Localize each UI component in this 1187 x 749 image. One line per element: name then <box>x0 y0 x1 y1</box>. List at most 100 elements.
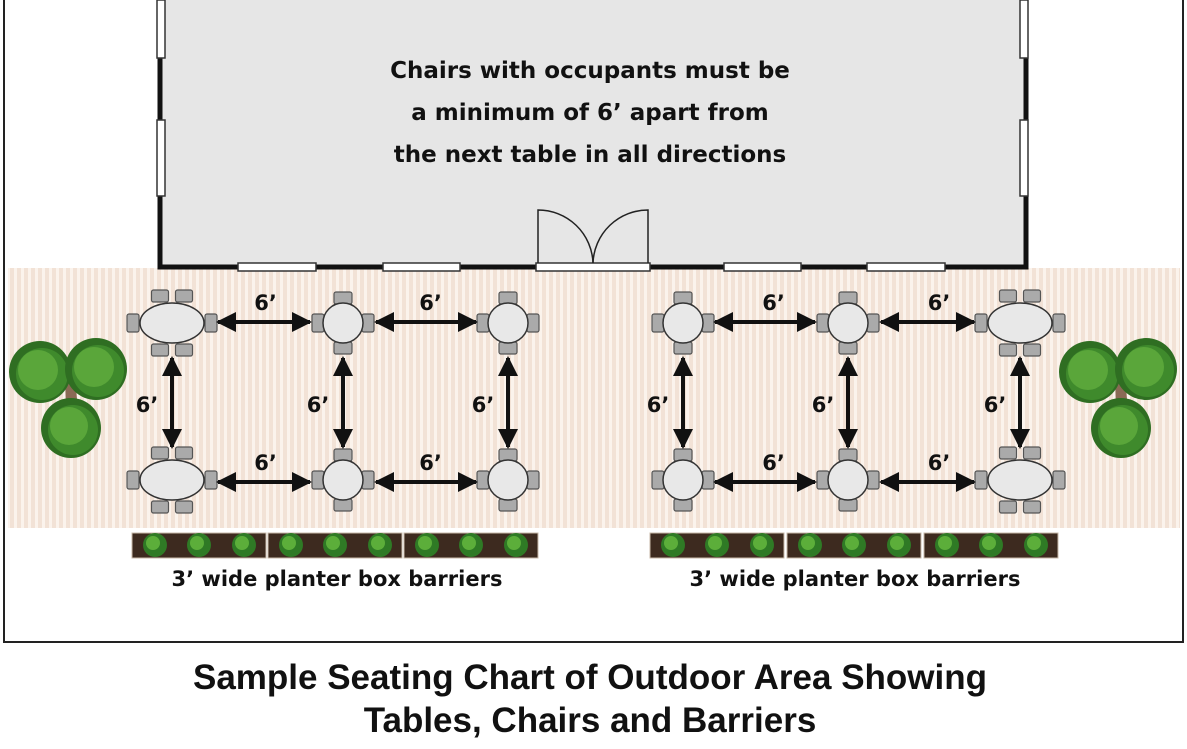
table-top <box>827 459 869 501</box>
distance-label: 6’ <box>647 393 670 417</box>
tree-leaf <box>50 407 88 445</box>
chair <box>701 313 715 333</box>
shrub-highlight <box>507 536 521 550</box>
table-top <box>662 302 704 344</box>
planter-label: 3’ wide planter box barriers <box>690 567 1021 591</box>
planter-label: 3’ wide planter box barriers <box>172 567 503 591</box>
chair <box>526 313 540 333</box>
chair <box>866 313 880 333</box>
chair <box>174 500 194 514</box>
chair <box>1022 446 1042 460</box>
tree-leaf <box>1100 407 1138 445</box>
notice-line: Chairs with occupants must be <box>390 58 790 84</box>
shrub-highlight <box>664 536 678 550</box>
tree-icon <box>9 341 71 403</box>
table-top <box>827 302 869 344</box>
planter-box <box>403 532 539 559</box>
chair <box>333 448 353 462</box>
shrub-highlight <box>462 536 476 550</box>
chair <box>333 341 353 355</box>
oval-table <box>974 289 1066 357</box>
shrub-highlight <box>371 536 385 550</box>
shrub-highlight <box>326 536 340 550</box>
shrub-highlight <box>282 536 296 550</box>
oval-table <box>974 446 1066 514</box>
chair <box>1022 343 1042 357</box>
shrub-highlight <box>982 536 996 550</box>
tree-icon <box>41 398 101 458</box>
distance-label: 6’ <box>307 393 330 417</box>
round-table <box>311 448 375 512</box>
distance-label: 6’ <box>762 451 785 475</box>
chair <box>673 341 693 355</box>
round-table <box>476 291 540 355</box>
chair <box>673 498 693 512</box>
chair <box>476 470 490 490</box>
table-top <box>322 302 364 344</box>
chair <box>998 289 1018 303</box>
chair <box>651 313 665 333</box>
chair <box>1052 470 1066 490</box>
chair <box>126 313 140 333</box>
chair <box>150 500 170 514</box>
chair <box>998 343 1018 357</box>
round-table <box>651 448 715 512</box>
chair <box>838 498 858 512</box>
tree-leaf <box>1068 350 1108 390</box>
caption-line: Tables, Chairs and Barriers <box>364 701 817 740</box>
chair <box>838 291 858 305</box>
chair <box>838 448 858 462</box>
chair <box>361 470 375 490</box>
chair <box>673 448 693 462</box>
tree-leaf <box>18 350 58 390</box>
chair <box>816 470 830 490</box>
chair <box>526 470 540 490</box>
chair <box>498 341 518 355</box>
table-top <box>322 459 364 501</box>
chair <box>866 470 880 490</box>
chair <box>311 313 325 333</box>
chair <box>150 446 170 460</box>
planter-box <box>267 532 403 559</box>
table-top <box>987 459 1053 501</box>
table-top <box>987 302 1053 344</box>
door-icon <box>537 209 649 264</box>
chair <box>998 500 1018 514</box>
chair <box>816 313 830 333</box>
distance-label: 6’ <box>928 291 951 315</box>
chair <box>476 313 490 333</box>
round-table <box>476 448 540 512</box>
shrub-highlight <box>938 536 952 550</box>
chair <box>174 289 194 303</box>
round-table <box>311 291 375 355</box>
chair <box>701 470 715 490</box>
chair <box>498 291 518 305</box>
distance-label: 6’ <box>762 291 785 315</box>
chair <box>174 343 194 357</box>
table-top <box>662 459 704 501</box>
distance-label: 6’ <box>254 291 277 315</box>
planter-box <box>786 532 922 559</box>
distance-label: 6’ <box>812 393 835 417</box>
distance-label: 6’ <box>928 451 951 475</box>
shrub-highlight <box>418 536 432 550</box>
chair <box>150 289 170 303</box>
chair <box>974 313 988 333</box>
oval-table <box>126 446 218 514</box>
chair <box>673 291 693 305</box>
chair <box>651 470 665 490</box>
table-top <box>139 459 205 501</box>
planter-box <box>131 532 267 559</box>
shrub-highlight <box>890 536 904 550</box>
chair <box>333 498 353 512</box>
oval-table <box>126 289 218 357</box>
notice-line: a minimum of 6’ apart from <box>411 100 768 126</box>
distance-label: 6’ <box>254 451 277 475</box>
shrub-highlight <box>190 536 204 550</box>
chair <box>498 448 518 462</box>
tree-icon <box>1115 338 1177 400</box>
chair <box>998 446 1018 460</box>
chair <box>838 341 858 355</box>
notice-line: the next table in all directions <box>394 142 786 168</box>
